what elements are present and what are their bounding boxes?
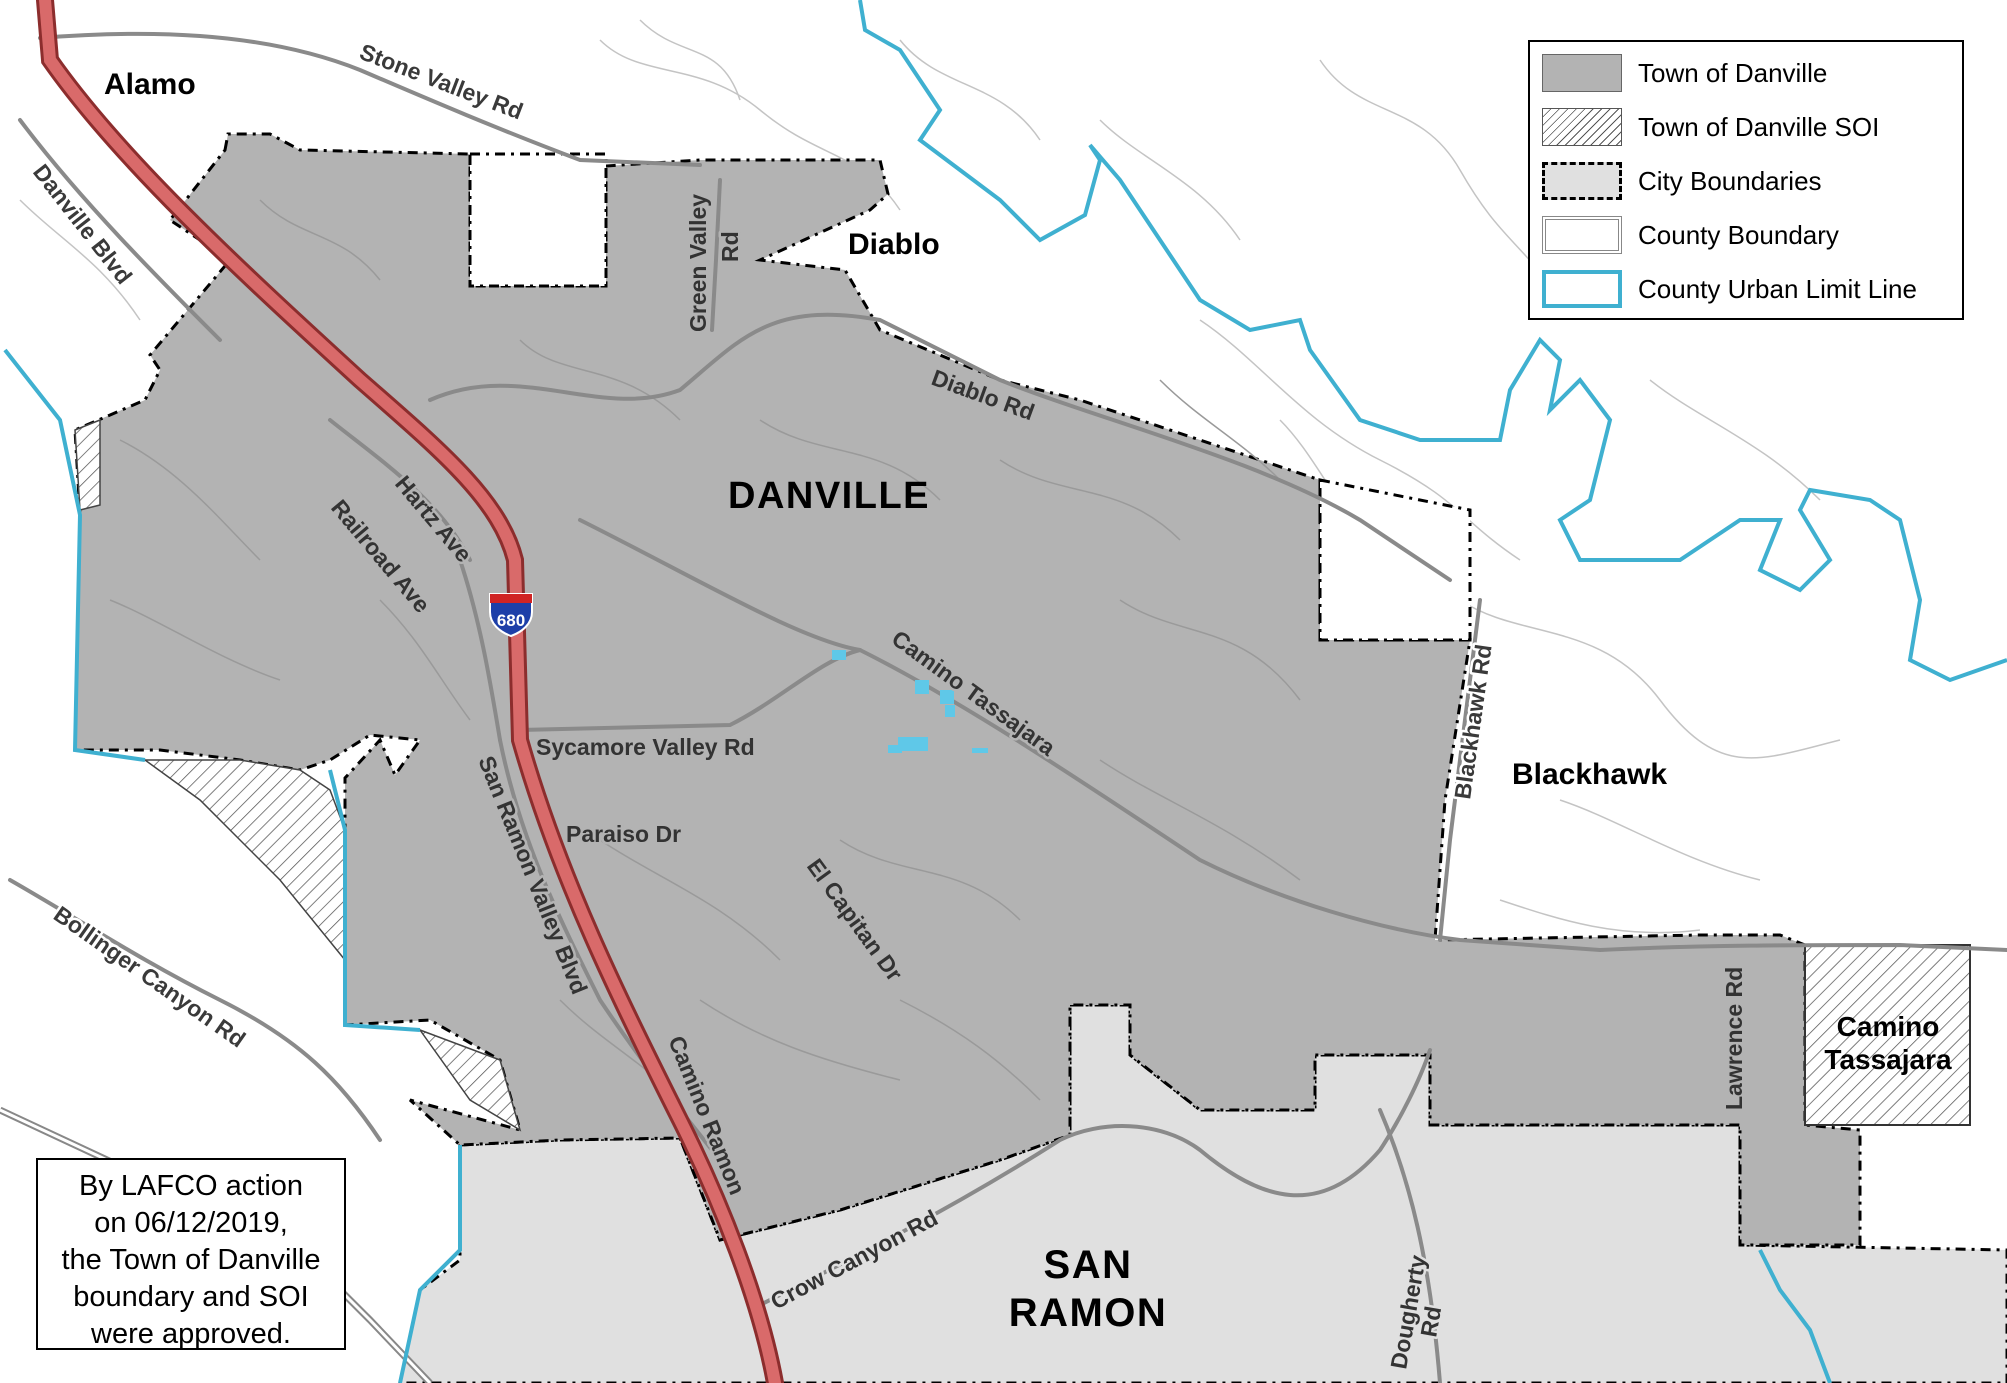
legend-label-town: Town of Danville xyxy=(1638,58,1828,88)
place-label-alamo: Alamo xyxy=(104,68,196,101)
road-label-green-valley-2: Rd xyxy=(717,231,743,262)
note-line: the Town of Danville xyxy=(61,1244,321,1276)
road-label-green-valley-1: Green Valley xyxy=(685,194,711,332)
legend-item-urban-limit: County Urban Limit Line xyxy=(1530,264,1962,308)
hartz-ave-line xyxy=(328,418,472,562)
san-ramon-city-area xyxy=(398,1003,2007,1383)
railroad-ave-line xyxy=(458,558,502,742)
note-line: By LAFCO action xyxy=(78,1170,304,1202)
place-label-blackhawk: Blackhawk xyxy=(1512,758,1667,791)
county-urban-limit-line xyxy=(858,0,2007,683)
interstate-680-freeway xyxy=(36,0,784,1383)
arterial-roads xyxy=(8,31,2007,1383)
legend-item-soi: Town of Danville SOI xyxy=(1530,102,1962,146)
stone-valley-road-line xyxy=(38,31,702,167)
town-of-danville-area xyxy=(73,132,1862,1247)
legend-swatch-county xyxy=(1542,216,1622,254)
legend-item-town: Town of Danville xyxy=(1530,48,1962,92)
legend-label-city: City Boundaries xyxy=(1638,166,1822,196)
blackhawk-road-line xyxy=(1438,598,1482,942)
place-label-diablo: Diablo xyxy=(848,228,940,261)
diablo-road-line xyxy=(428,312,1452,582)
place-label-camino-tassajara-2: Tassajara xyxy=(1824,1044,1952,1075)
legend-item-city: City Boundaries xyxy=(1530,156,1962,200)
blue-parcels xyxy=(832,650,988,753)
soi-hatch-southwest xyxy=(417,1028,522,1132)
place-label-san-ramon-2: RAMON xyxy=(1009,1291,1168,1335)
lafco-note-box: By LAFCO action on 06/12/2019, the Town … xyxy=(36,1158,346,1350)
place-label-camino-tassajara-1: Camino xyxy=(1837,1011,1940,1042)
note-line: on 06/12/2019, xyxy=(94,1207,288,1239)
place-label-san-ramon-1: SAN xyxy=(1044,1243,1133,1287)
dougherty-road-line xyxy=(1378,1108,1442,1383)
danville-streets xyxy=(109,199,1301,1101)
legend-label-county: County Boundary xyxy=(1638,220,1839,250)
crow-canyon-road-line xyxy=(748,1048,1432,1312)
shield-number: 680 xyxy=(497,611,525,630)
bollinger-canyon-road-line xyxy=(8,878,382,1142)
legend-item-county: County Boundary xyxy=(1530,210,1962,254)
legend-swatch-soi xyxy=(1542,108,1622,146)
interstate-680-shield-icon: 680 xyxy=(489,593,533,638)
road-label-lawrence-rd: Lawrence Rd xyxy=(1721,967,1747,1110)
place-label-danville: DANVILLE xyxy=(728,475,930,517)
road-label-dougherty-2: Rd xyxy=(1415,1304,1446,1339)
note-line: were approved. xyxy=(91,1318,291,1350)
green-valley-road-line xyxy=(710,178,722,332)
danville-blvd-line xyxy=(18,118,222,342)
legend-swatch-urban-limit xyxy=(1542,270,1622,308)
soi-hatch-northwest xyxy=(74,418,101,511)
legend-label-soi: Town of Danville SOI xyxy=(1638,112,1880,142)
blackhawk-cutout xyxy=(1318,478,1472,642)
unincorporated-streets xyxy=(19,19,1841,934)
map-legend: Town of Danville Town of Danville SOI Ci… xyxy=(1528,40,1964,320)
road-label-paraiso-dr: Paraiso Dr xyxy=(566,821,681,847)
legend-swatch-town xyxy=(1542,54,1622,92)
legend-label-urban-limit: County Urban Limit Line xyxy=(1638,274,1917,304)
road-label-sycamore-valley: Sycamore Valley Rd xyxy=(536,734,755,760)
note-line: boundary and SOI xyxy=(73,1281,309,1313)
camino-tassajara-road-line xyxy=(578,518,2007,953)
county-urban-limit-line-west xyxy=(3,348,1832,1383)
diablo-cutout xyxy=(468,152,608,288)
legend-swatch-city xyxy=(1542,162,1622,200)
